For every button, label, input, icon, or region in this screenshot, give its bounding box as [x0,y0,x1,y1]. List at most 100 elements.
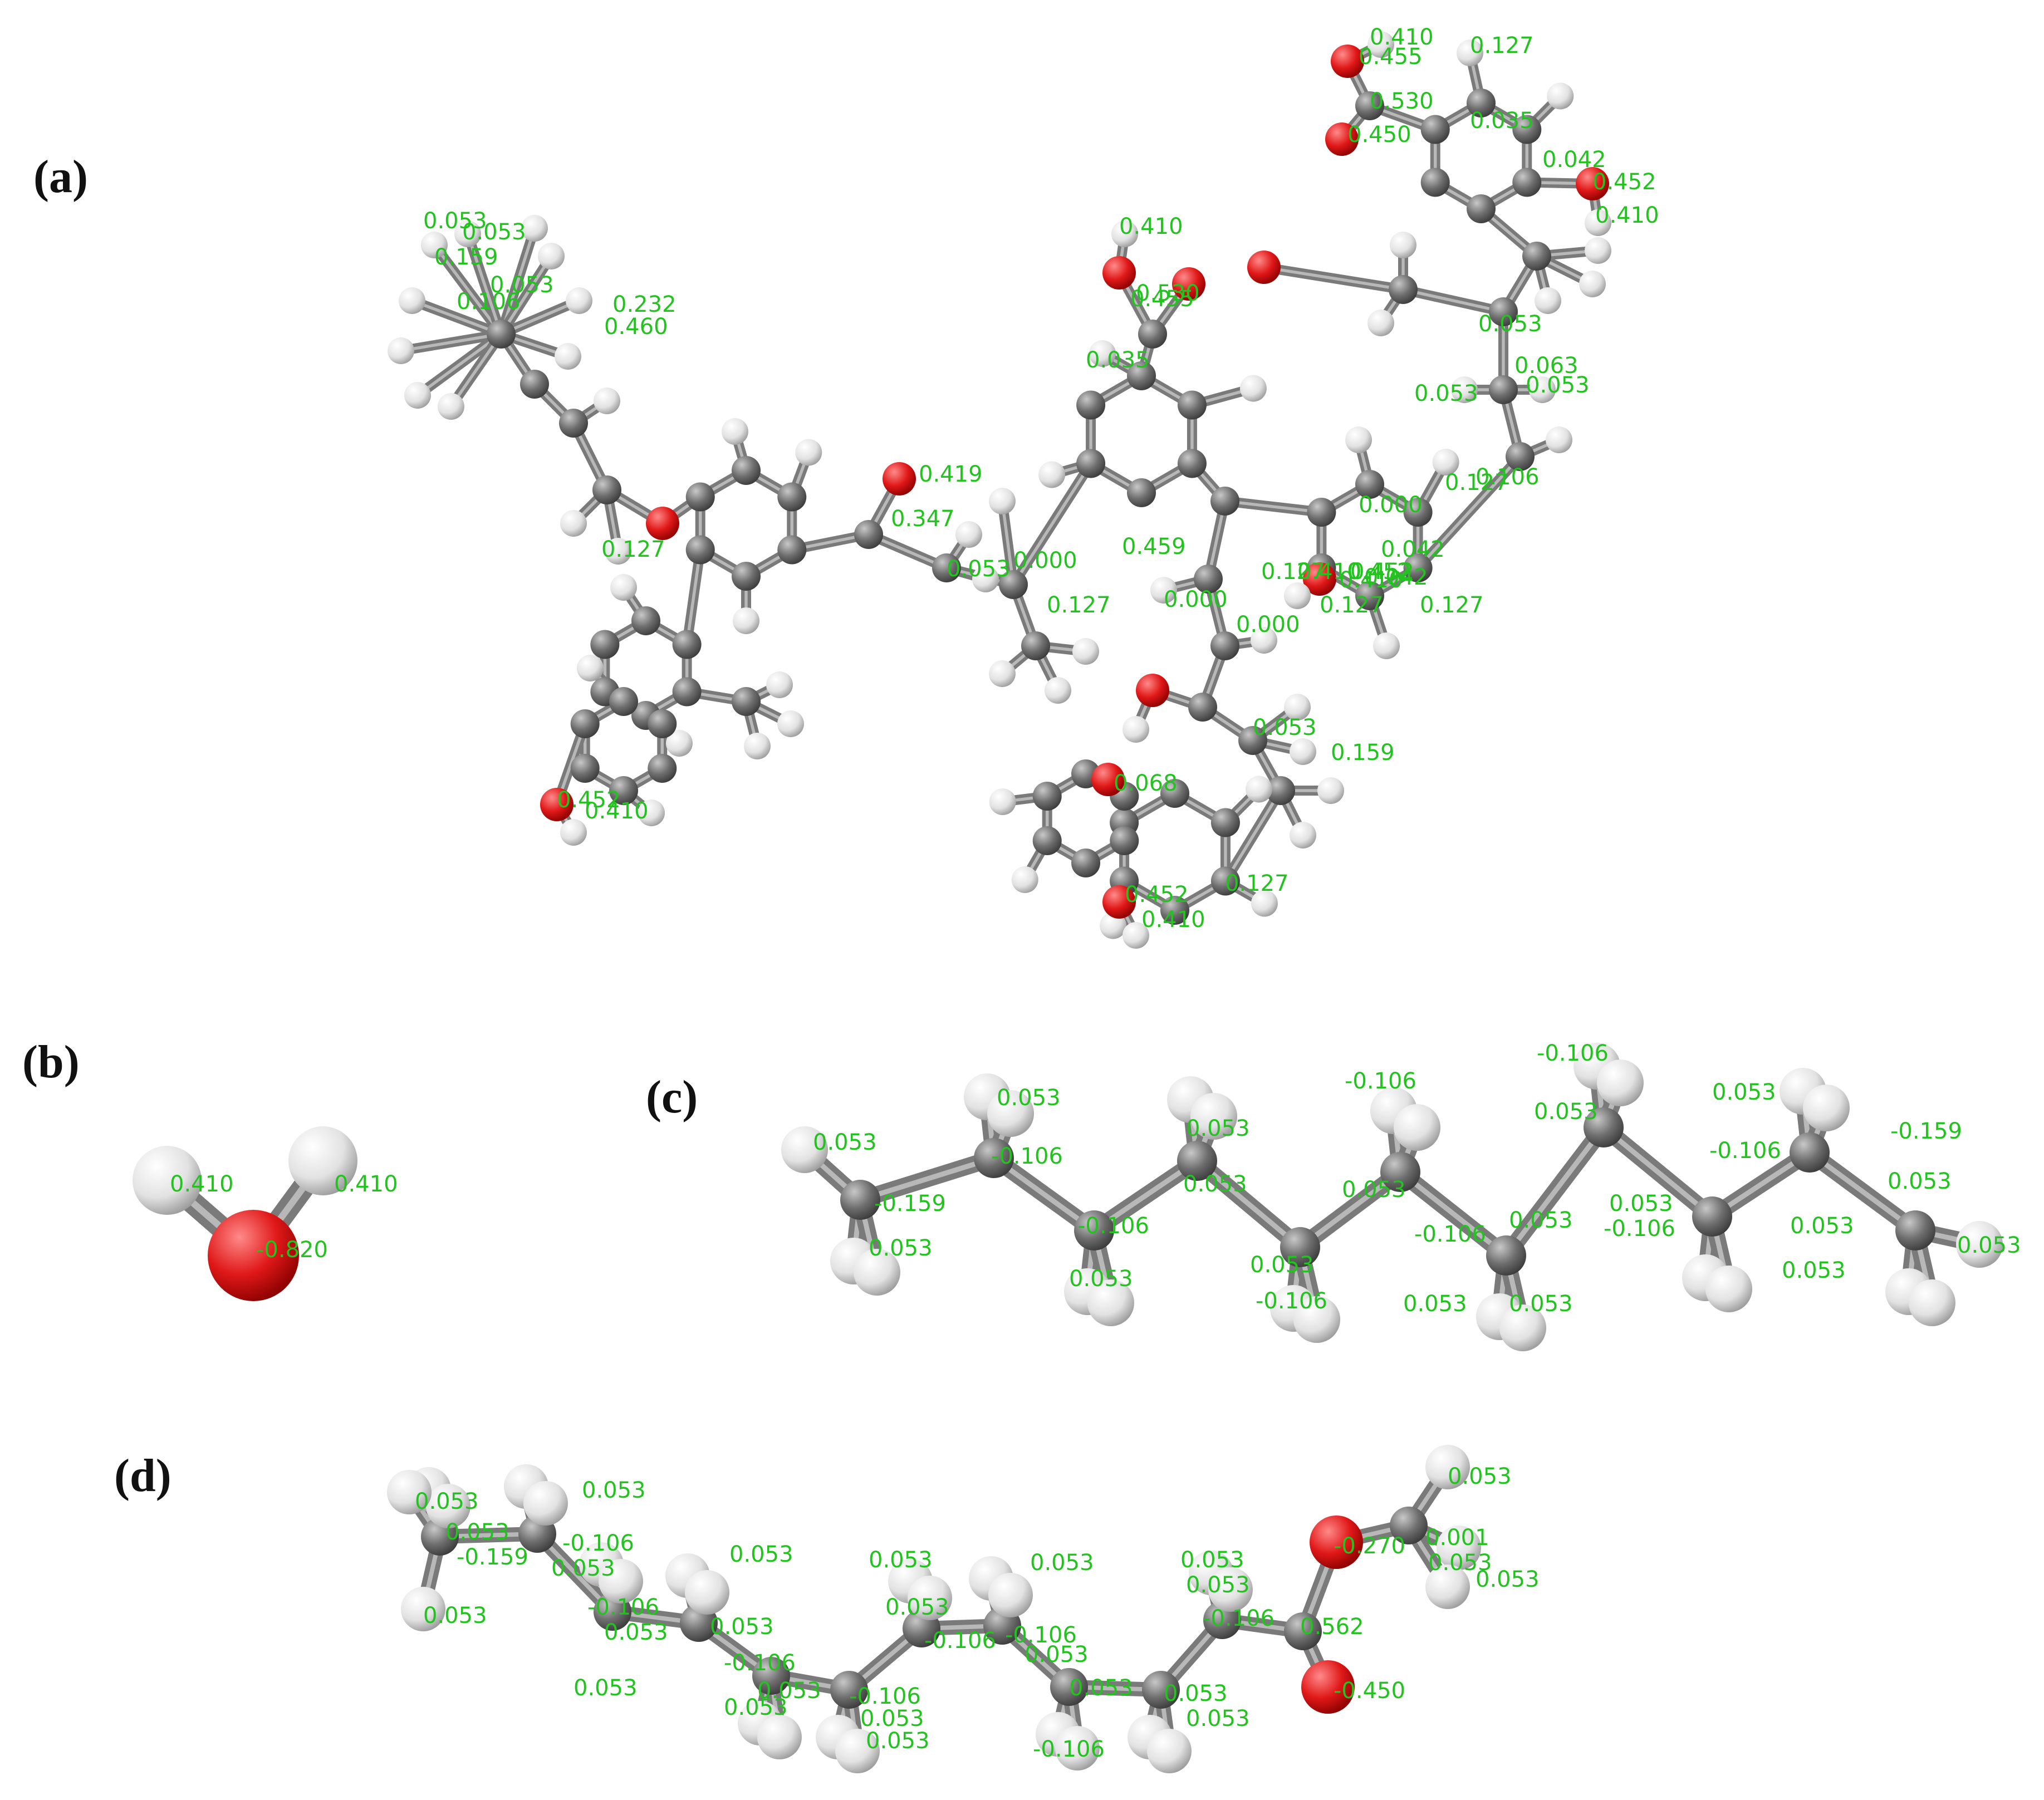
charge-label: 0.053 [604,1620,668,1645]
carbon-atom [752,1657,790,1695]
bond-highlight [1601,1125,1715,1219]
charge-label: 0.053 [1069,1266,1133,1292]
hydrogen-atom [955,521,982,548]
hydrogen-atom [599,1559,643,1603]
carbon-atom [1177,1141,1217,1181]
oxygen-atom [1325,122,1359,156]
hydrogen-atom [1251,627,1277,654]
hydrogen-atom [987,1090,1034,1137]
charge-label: 0.053 [866,1728,930,1754]
carbon-atom [1071,848,1100,877]
oxygen-atom [1303,562,1336,596]
carbon-atom [487,320,516,349]
carbon-atom [732,456,761,485]
hydrogen-atom [1089,340,1116,367]
hydrogen-atom [1111,220,1138,247]
charge-label: 0.068 [1114,771,1178,796]
carbon-atom [1584,1107,1624,1147]
charge-label: 0.450 [1347,122,1411,148]
carbon-atom [1692,1196,1732,1237]
charge-label: 0.410 [1339,567,1403,593]
charge-label: 0.000 [1164,587,1228,612]
carbon-atom [1355,470,1384,499]
hydrogen-atom [988,1573,1033,1617]
hydrogen-atom [1390,232,1416,258]
hydrogen-atom [1055,1726,1100,1770]
carbon-atom [1403,553,1433,582]
charge-label: 0.053 [1526,372,1590,398]
carbon-atom [840,1180,880,1220]
charge-label: 0.053 [1790,1213,1854,1239]
carbon-atom [570,709,600,738]
charge-label: 0.410 [1141,907,1205,933]
charge-label: 0.053 [1164,1681,1228,1706]
carbon-atom [1194,565,1223,594]
hydrogen-atom [1394,1104,1440,1151]
carbon-atom [1127,361,1156,390]
carbon-atom [1160,779,1189,808]
charge-label: 0.455 [1359,44,1423,70]
bond-highlight [433,243,503,336]
charge-label: 0.459 [1122,534,1186,560]
hydrogen-atom [795,439,822,466]
charge-label: 0.053 [423,208,487,234]
carbon-atom [1403,498,1433,527]
hydrogen-atom [133,1146,202,1215]
carbon-atom [1489,297,1518,326]
charge-label: 0.053 [574,1675,638,1701]
carbon-atom [672,630,702,659]
carbon-atom [1467,89,1496,117]
charge-label: 0.053 [1253,715,1317,740]
bond-highlight [1262,266,1405,291]
hydrogen-atom [1425,1445,1470,1489]
oxygen-atom [1331,45,1364,78]
charge-label: 0.053 [813,1130,877,1155]
carbon-atom [590,630,620,659]
charge-label: 0.042 [1381,537,1445,562]
hydrogen-atom [1239,375,1267,402]
charge-label: 0.106 [457,289,521,315]
carbon-atom [1280,1227,1320,1267]
hydrogen-atom [1499,1304,1546,1351]
carbon-atom [1177,449,1207,478]
carbon-atom [672,677,702,707]
hydrogen-atom [1293,1296,1340,1343]
carbon-atom [1076,390,1106,420]
charge-label: -0.106 [1077,1213,1149,1239]
carbon-atom [648,709,677,738]
charge-label: 0.410 [1297,559,1361,585]
carbon-atom [1210,487,1239,516]
hydrogen-atom [1373,632,1400,659]
carbon-atom [570,754,600,783]
charge-label: 0.053 [860,1706,924,1732]
charge-label: 0.053 [1448,1464,1512,1489]
hydrogen-atom [757,1715,802,1759]
charge-label: 0.053 [1428,1550,1492,1576]
panel-d-methyl-ester-chain: 0.0530.053-0.1590.0530.053-0.1060.0530.0… [387,1445,1540,1773]
panel-c-alkane-chain: 0.053-0.1590.0530.053-0.1060.053-0.1060.… [781,1041,2021,1351]
charge-label: -0.106 [924,1628,996,1654]
oxygen-atom [540,788,574,821]
carbon-atom [1050,1668,1088,1706]
oxygen-atom [1136,674,1169,707]
hydrogen-atom [854,1249,900,1296]
charge-label: 0.053 [869,1547,933,1573]
carbon-atom [830,1671,868,1709]
atoms [781,1043,2003,1351]
carbon-atom [732,687,761,716]
carbon-atom [732,562,761,591]
hydrogen-atom [454,220,481,247]
charge-label: 0.053 [1186,1116,1250,1141]
hydrogen-atom [1072,638,1099,665]
charge-label: 0.410 [334,1171,398,1197]
carbon-atom [1307,498,1336,527]
hydrogen-atom [1147,1729,1192,1773]
carbon-atom [777,482,807,512]
charge-label: 0.053 [757,1678,821,1704]
bond-highlight [1194,1158,1303,1250]
hydrogen-atom [1597,1060,1644,1106]
hydrogen-atom [1245,776,1272,803]
carbon-atom [609,687,638,716]
charge-label: 0.053 [1782,1258,1846,1283]
